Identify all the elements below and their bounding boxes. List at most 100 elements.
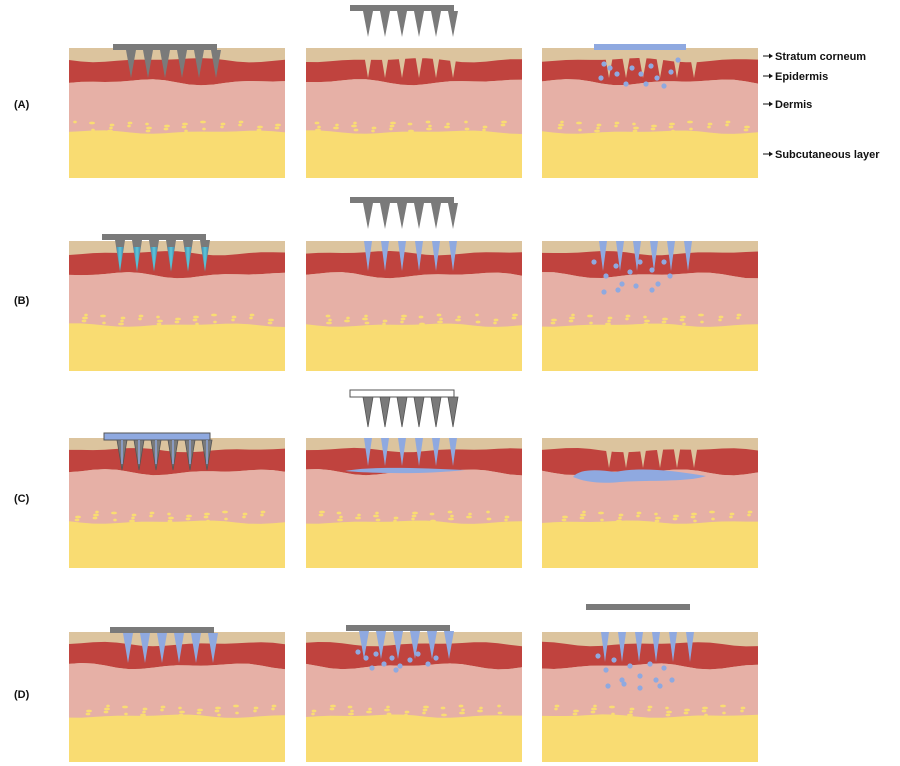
- drug-depot: [573, 469, 706, 483]
- drug-particle: [373, 651, 379, 657]
- fat-droplet: [504, 515, 510, 519]
- fat-droplet: [457, 315, 461, 319]
- drug-particle: [648, 63, 654, 69]
- fat-droplet: [625, 317, 629, 321]
- drug-particle: [655, 281, 661, 287]
- fat-droplet: [231, 315, 237, 319]
- fat-droplet: [614, 121, 620, 125]
- drug-coating: [133, 247, 141, 271]
- micro-channel: [638, 438, 648, 468]
- fat-droplet: [160, 705, 166, 709]
- fat-droplet: [654, 512, 658, 516]
- layer-label-epidermis: Epidermis: [763, 71, 828, 83]
- fat-droplet: [411, 517, 415, 521]
- fat-droplet: [138, 314, 144, 318]
- fat-droplet: [346, 316, 350, 320]
- dissolving-microneedle: [174, 633, 184, 663]
- fat-droplet: [554, 704, 560, 708]
- dermis-layer: [542, 469, 758, 524]
- micro-channel: [604, 50, 614, 78]
- fat-droplet: [104, 707, 110, 711]
- fat-droplet: [614, 124, 618, 128]
- epidermis-layer: [306, 642, 522, 670]
- fat-droplet: [497, 704, 501, 708]
- drug-particle: [615, 287, 621, 293]
- fat-droplet: [497, 711, 503, 715]
- fat-droplet: [111, 511, 117, 515]
- fat-droplet: [124, 712, 128, 716]
- fat-droplet: [203, 515, 209, 519]
- drug-particle: [369, 665, 375, 671]
- hollow-microneedle: [362, 396, 374, 428]
- dissolved-needle-track: [669, 632, 677, 662]
- solid-microneedle: [211, 50, 221, 78]
- drug-particle: [433, 655, 439, 661]
- drug-particle: [613, 263, 619, 269]
- fat-droplet: [355, 516, 361, 520]
- fat-droplet: [475, 320, 481, 324]
- fat-droplet: [118, 322, 124, 326]
- micro-channel: [604, 438, 614, 468]
- fat-droplet: [493, 321, 497, 325]
- layer-label-dermis: Dermis: [763, 99, 812, 111]
- fat-droplet: [271, 704, 277, 708]
- drug-particle: [393, 667, 399, 673]
- fat-droplet: [428, 124, 432, 128]
- fat-droplet: [197, 708, 203, 712]
- fat-droplet: [419, 322, 425, 326]
- deposited-coating: [415, 241, 423, 271]
- fat-droplet: [669, 122, 675, 126]
- fat-droplet: [89, 121, 95, 125]
- fat-droplet: [131, 516, 135, 520]
- drug-particle: [601, 289, 607, 295]
- fat-droplet: [501, 120, 507, 124]
- fat-droplet: [629, 707, 635, 711]
- fat-droplet: [318, 513, 324, 517]
- fat-droplet: [654, 519, 660, 523]
- fat-droplet: [607, 316, 613, 320]
- micro-channel: [672, 438, 682, 468]
- solid-microneedle: [126, 50, 136, 78]
- dissolving-microneedle: [208, 633, 218, 663]
- epidermis-layer: [306, 58, 522, 86]
- dermis-layer: [542, 663, 758, 718]
- drug-particle: [647, 661, 653, 667]
- epidermis-layer: [542, 448, 758, 476]
- micro-channel: [397, 48, 407, 78]
- fat-droplet: [687, 120, 693, 124]
- dermis-layer: [69, 79, 285, 134]
- fat-droplet: [267, 321, 273, 325]
- injection-channel: [381, 438, 389, 466]
- skin-panel: [69, 241, 285, 371]
- fat-droplet: [550, 321, 556, 325]
- fat-droplet: [366, 710, 372, 714]
- fat-droplet: [350, 709, 354, 713]
- empty-reservoir: [349, 389, 455, 398]
- drug-particle: [397, 663, 403, 669]
- fat-droplet: [693, 519, 697, 523]
- fat-droplet: [401, 314, 407, 318]
- deposited-coating: [432, 241, 440, 271]
- micro-channel: [431, 48, 441, 78]
- fat-droplet: [593, 704, 597, 708]
- layer-label-subcutaneous: Subcutaneous layer: [763, 149, 880, 161]
- fat-droplet: [680, 315, 686, 319]
- fat-droplet: [129, 519, 135, 523]
- fat-droplet: [257, 125, 263, 129]
- skin-panels: [69, 48, 758, 762]
- fat-droplet: [107, 129, 113, 133]
- drug-particle: [653, 677, 659, 683]
- skin-panel: [69, 438, 285, 568]
- fat-droplet: [578, 128, 582, 132]
- fat-droplet: [375, 518, 381, 522]
- fat-droplet: [573, 709, 579, 713]
- micro-channel: [689, 50, 699, 78]
- drug-particle: [667, 273, 673, 279]
- drug-particle: [363, 655, 369, 661]
- drug-particle: [601, 61, 607, 67]
- fat-droplet: [740, 709, 744, 713]
- solid-microneedle: [380, 11, 390, 37]
- fat-droplet: [740, 706, 746, 710]
- fat-droplet: [156, 322, 162, 326]
- fat-droplet: [407, 122, 413, 126]
